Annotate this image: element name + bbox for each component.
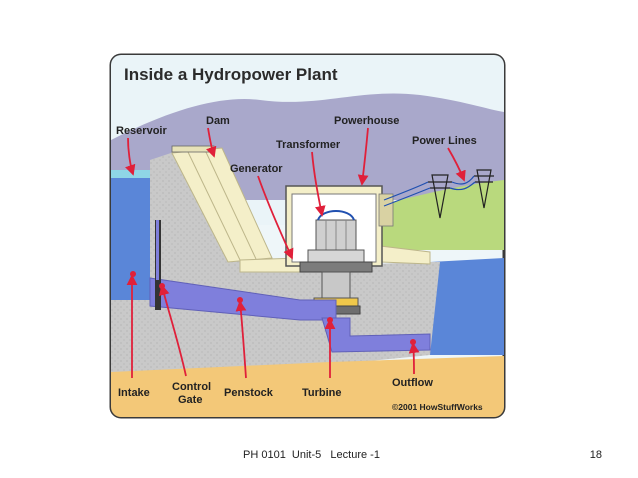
- label-generator: Generator: [230, 163, 283, 175]
- label-powerhouse: Powerhouse: [334, 115, 399, 127]
- outflow-water: [430, 258, 504, 355]
- label-transformer: Transformer: [276, 139, 341, 151]
- label-control-gate-line2: Gate: [178, 394, 202, 406]
- diagram-title: Inside a Hydropower Plant: [124, 65, 338, 84]
- copyright: ©2001 HowStuffWorks: [392, 402, 483, 412]
- label-dam: Dam: [206, 115, 230, 127]
- label-intake: Intake: [118, 387, 150, 399]
- footer-page-number: 18: [590, 449, 602, 461]
- label-outflow: Outflow: [392, 377, 433, 389]
- label-reservoir: Reservoir: [116, 125, 167, 137]
- footer-course: PH 0101 Unit-5 Lecture -1: [243, 449, 380, 461]
- label-control-gate-line1: Control: [172, 381, 211, 393]
- label-turbine: Turbine: [302, 387, 342, 399]
- label-power-lines: Power Lines: [412, 135, 477, 147]
- label-penstock: Penstock: [224, 387, 274, 399]
- outflow-arrow: [413, 344, 414, 374]
